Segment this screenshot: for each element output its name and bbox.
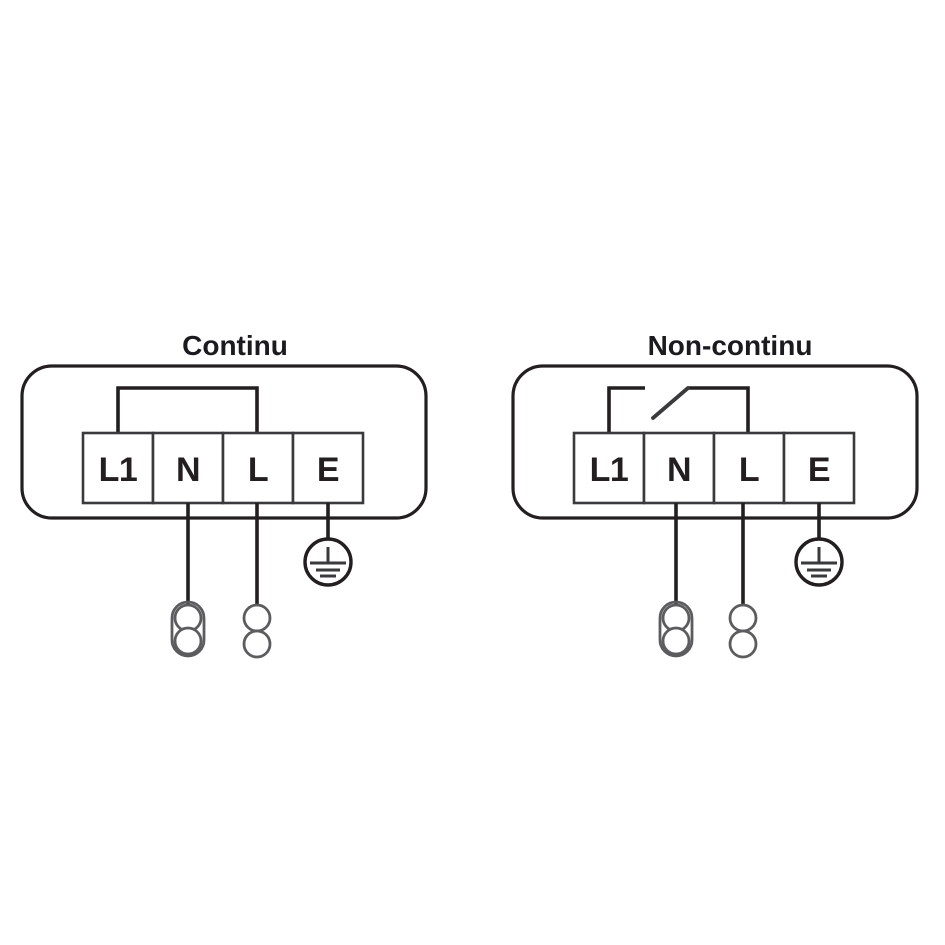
terminal-label-e-non-continu: E bbox=[808, 451, 830, 489]
terminal-label-l-continu: L bbox=[248, 451, 268, 489]
circle-connector-icon-l-upper-continu bbox=[242, 603, 272, 633]
capsule-connector-icon-n-non-continu bbox=[658, 600, 694, 658]
circle-connector-icon-l-lower-continu bbox=[242, 629, 272, 659]
terminal-label-l1-non-continu: L1 bbox=[590, 451, 629, 489]
panel-title-non-continu: Non-continu bbox=[647, 330, 813, 361]
open-switch-icon-left-post-non-continu bbox=[607, 386, 645, 433]
terminal-box-n-non-continu bbox=[642, 431, 716, 505]
circle-connector-icon-l-upper-non-continu bbox=[728, 603, 758, 633]
terminal-box-e-non-continu bbox=[782, 431, 856, 505]
enclosure-outline-non-continu bbox=[511, 364, 919, 520]
enclosure-outline-continu bbox=[20, 364, 428, 520]
panel-non-continu: L1 N L E bbox=[511, 364, 919, 659]
circle-connector-icon-n-lower-non-continu bbox=[661, 626, 691, 656]
terminal-label-e-continu: E bbox=[317, 451, 339, 489]
bridge-link-icon-continu bbox=[116, 386, 259, 433]
panel-continu: L1 N L E bbox=[20, 364, 428, 659]
open-switch-icon-right-post-non-continu bbox=[688, 386, 750, 433]
terminal-label-l1-continu: L1 bbox=[99, 451, 138, 489]
terminal-box-l1-continu bbox=[81, 431, 155, 505]
circle-connector-icon-n-lower-continu bbox=[173, 626, 203, 656]
capsule-connector-icon-n-continu bbox=[170, 600, 206, 658]
terminal-box-n-continu bbox=[151, 431, 225, 505]
terminal-label-n-continu: N bbox=[176, 451, 200, 489]
panel-title-continu: Continu bbox=[182, 330, 288, 361]
open-switch-icon-blade-non-continu bbox=[651, 386, 690, 420]
terminal-label-n-non-continu: N bbox=[667, 451, 691, 489]
circle-connector-icon-l-lower-non-continu bbox=[728, 629, 758, 659]
terminal-label-l-non-continu: L bbox=[739, 451, 759, 489]
